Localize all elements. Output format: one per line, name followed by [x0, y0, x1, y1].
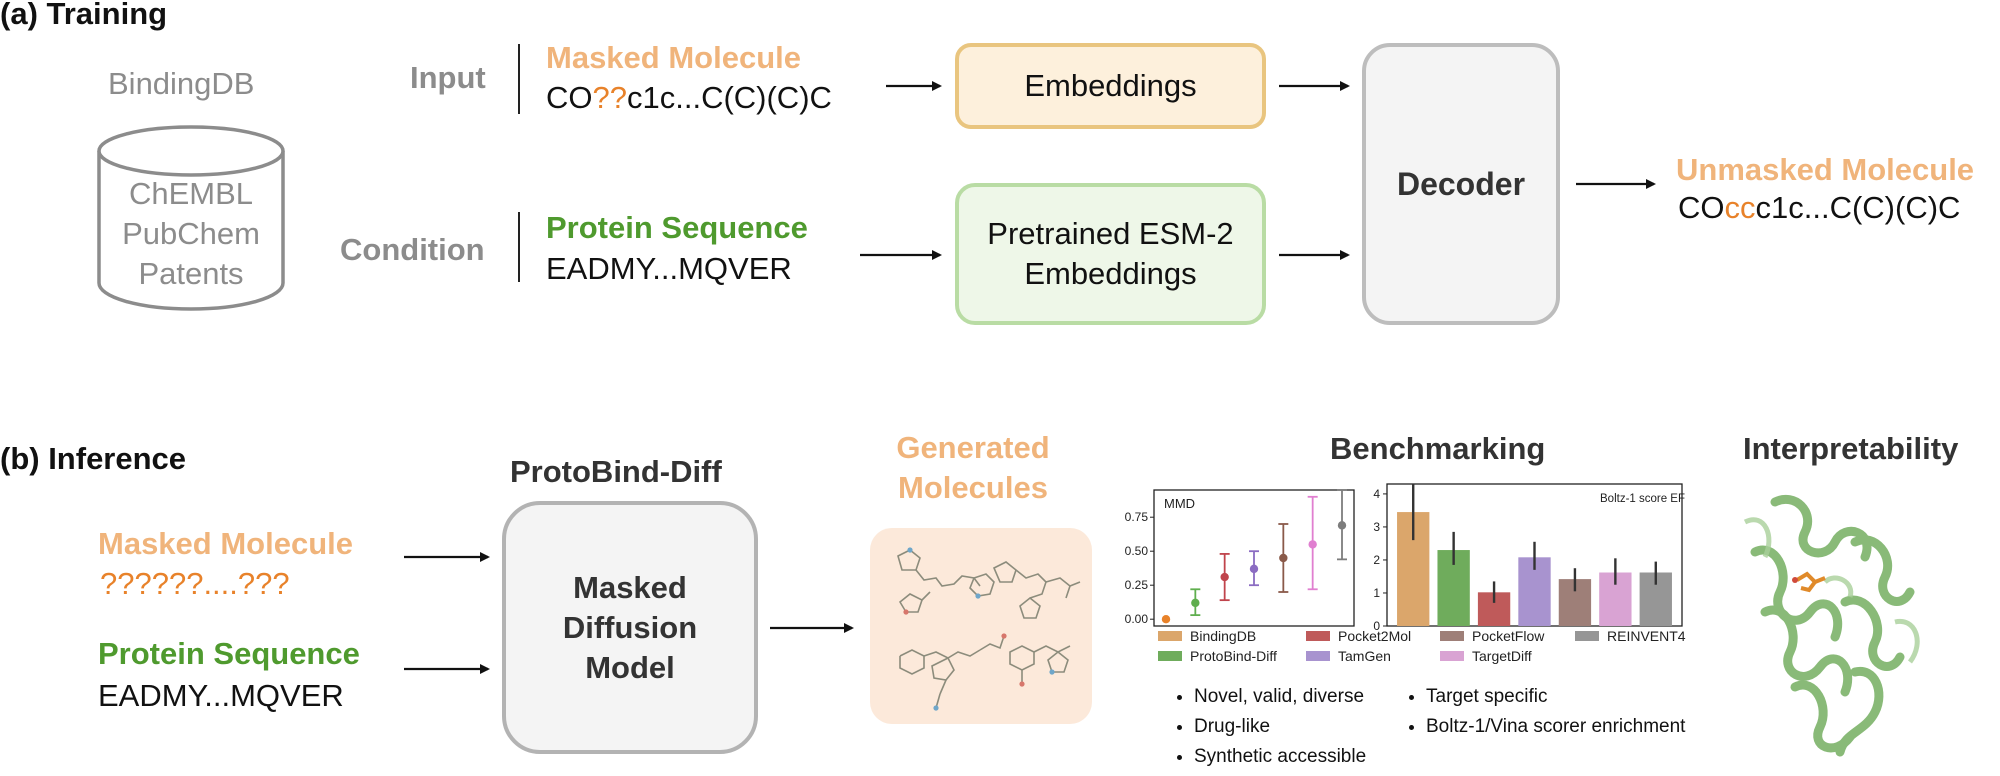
mmd-plot-title: MMD: [1164, 496, 1195, 511]
bindingdb-title: BindingDB: [108, 66, 255, 101]
generated-molecules-panel: [870, 528, 1092, 724]
mmd-point-3: [1249, 564, 1259, 574]
mmd-ytick-label-1: 0.25: [1125, 578, 1149, 592]
boltz-ytick-label-4: 4: [1373, 487, 1380, 501]
legend-item-bindingdb: BindingDB: [1158, 628, 1256, 644]
inference-masked-title: Masked Molecule: [98, 526, 353, 561]
bullets-right: Target specific Boltz-1/Vina scorer enri…: [1400, 686, 1685, 746]
input-divider: [518, 44, 520, 114]
bullet-scorer-enrichment: Boltz-1/Vina scorer enrichment: [1426, 716, 1685, 738]
inference-section-title: (b) Inference: [0, 441, 187, 476]
mmd-ytick-label-0: 0.00: [1125, 612, 1149, 626]
ligand-icon: [1795, 571, 1826, 593]
bullet-target-specific: Target specific: [1426, 686, 1685, 708]
mmd-point-6: [1337, 521, 1347, 530]
legend-item-pocketflow: PocketFlow: [1440, 628, 1544, 644]
boltz-plot-title: Boltz-1 score EF: [1600, 493, 1685, 505]
protobind-diff-title: ProtoBind-Diff: [510, 454, 722, 489]
interpretability-title: Interpretability: [1743, 431, 1959, 466]
mmd-ytick-label-2: 0.50: [1125, 544, 1149, 558]
db-source-pubchem: PubChem: [122, 216, 260, 251]
condition-label: Condition: [340, 232, 485, 267]
bullets-left: Novel, valid, diverse Drug-like Syntheti…: [1168, 686, 1366, 776]
inference-protein-seq: EADMY...MQVER: [98, 678, 344, 713]
legend-item-protobind-diff: ProtoBind-Diff: [1158, 648, 1277, 664]
bullet-synthetic: Synthetic accessible: [1194, 746, 1366, 768]
mmd-point-0: [1161, 615, 1171, 624]
mmd-point-2: [1220, 572, 1229, 582]
db-source-patents: Patents: [138, 256, 244, 291]
boltz-ytick-label-0: 0: [1373, 619, 1380, 633]
legend-item-targetdiff: TargetDiff: [1440, 648, 1532, 664]
training-protein-title: Protein Sequence: [546, 210, 808, 245]
mmd-point-1: [1191, 598, 1200, 608]
legend-item-tamgen: TamGen: [1306, 648, 1391, 664]
boltz-ytick-label-1: 1: [1373, 586, 1380, 600]
inference-protein-title: Protein Sequence: [98, 636, 360, 671]
protein-structure-image: [1743, 494, 1920, 757]
training-section-title: (a) Training: [0, 0, 168, 31]
benchmarking-title: Benchmarking: [1330, 431, 1546, 466]
molecule-drawings-icon: [897, 547, 1081, 711]
mmd-point-4: [1279, 553, 1288, 563]
training-masked-smiles: CO??c1c...C(C)(C)C: [546, 80, 832, 115]
mmd-point-5: [1308, 540, 1317, 549]
db-source-chembl: ChEMBL: [128, 176, 254, 211]
inference-masked-seq: ??????....???: [100, 566, 290, 601]
training-protein-seq: EADMY...MQVER: [546, 251, 792, 286]
legend-item-pocket2mol: Pocket2Mol: [1306, 628, 1411, 644]
unmasked-smiles: COccc1c...C(C)(C)C: [1678, 190, 1961, 225]
boltz-ytick-label-3: 3: [1373, 520, 1380, 534]
condition-divider: [518, 212, 520, 282]
legend-item-reinvent4: REINVENT4: [1575, 628, 1686, 644]
database-cylinder-icon: [97, 125, 285, 311]
boltz-ytick-label-2: 2: [1373, 553, 1380, 567]
input-label: Input: [410, 60, 486, 95]
training-masked-title: Masked Molecule: [546, 40, 801, 75]
decoder-box: Decoder: [1362, 43, 1560, 325]
embeddings-box: Embeddings: [955, 43, 1266, 129]
bullet-novel: Novel, valid, diverse: [1194, 686, 1366, 708]
unmasked-molecule-title: Unmasked Molecule: [1676, 152, 1975, 187]
benchmark-charts: MMD Boltz-1 score EF 0.00 0.25 0.50 0.75 0 1…: [1125, 483, 1685, 633]
bullet-druglike: Drug-like: [1194, 716, 1366, 738]
mmd-ytick-label-3: 0.75: [1125, 510, 1149, 524]
